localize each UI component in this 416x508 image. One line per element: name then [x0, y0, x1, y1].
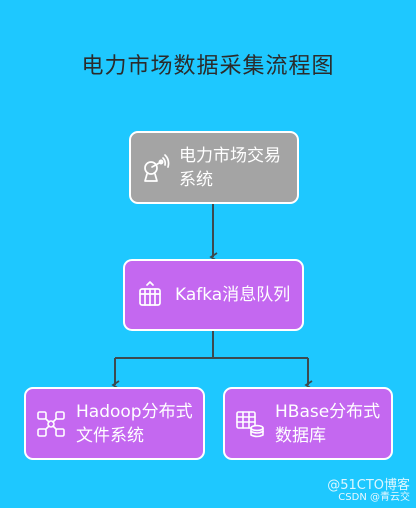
node-hbase[interactable]: HBase分布式数据库 — [223, 387, 393, 460]
node-hadoop-label: Hadoop分布式文件系统 — [76, 401, 193, 446]
satellite-dish-icon — [139, 151, 173, 185]
database-table-icon — [233, 407, 267, 441]
watermark: @51CTO博客 CSDN @青云交 — [327, 478, 410, 504]
diagram-title: 电力市场数据采集流程图 — [81, 54, 335, 79]
watermark-site: @51CTO博客 — [327, 478, 410, 493]
node-trading-system-label: 电力市场交易系统 — [179, 145, 281, 190]
node-kafka-queue-label: Kafka消息队列 — [175, 285, 291, 305]
node-kafka-queue[interactable]: Kafka消息队列 — [123, 259, 304, 331]
node-trading-system[interactable]: 电力市场交易系统 — [129, 131, 299, 204]
node-hbase-label: HBase分布式数据库 — [275, 401, 381, 446]
message-queue-icon — [133, 278, 167, 312]
node-hadoop[interactable]: Hadoop分布式文件系统 — [24, 387, 205, 460]
watermark-author: CSDN @青云交 — [338, 492, 410, 503]
distributed-network-icon — [34, 407, 68, 441]
